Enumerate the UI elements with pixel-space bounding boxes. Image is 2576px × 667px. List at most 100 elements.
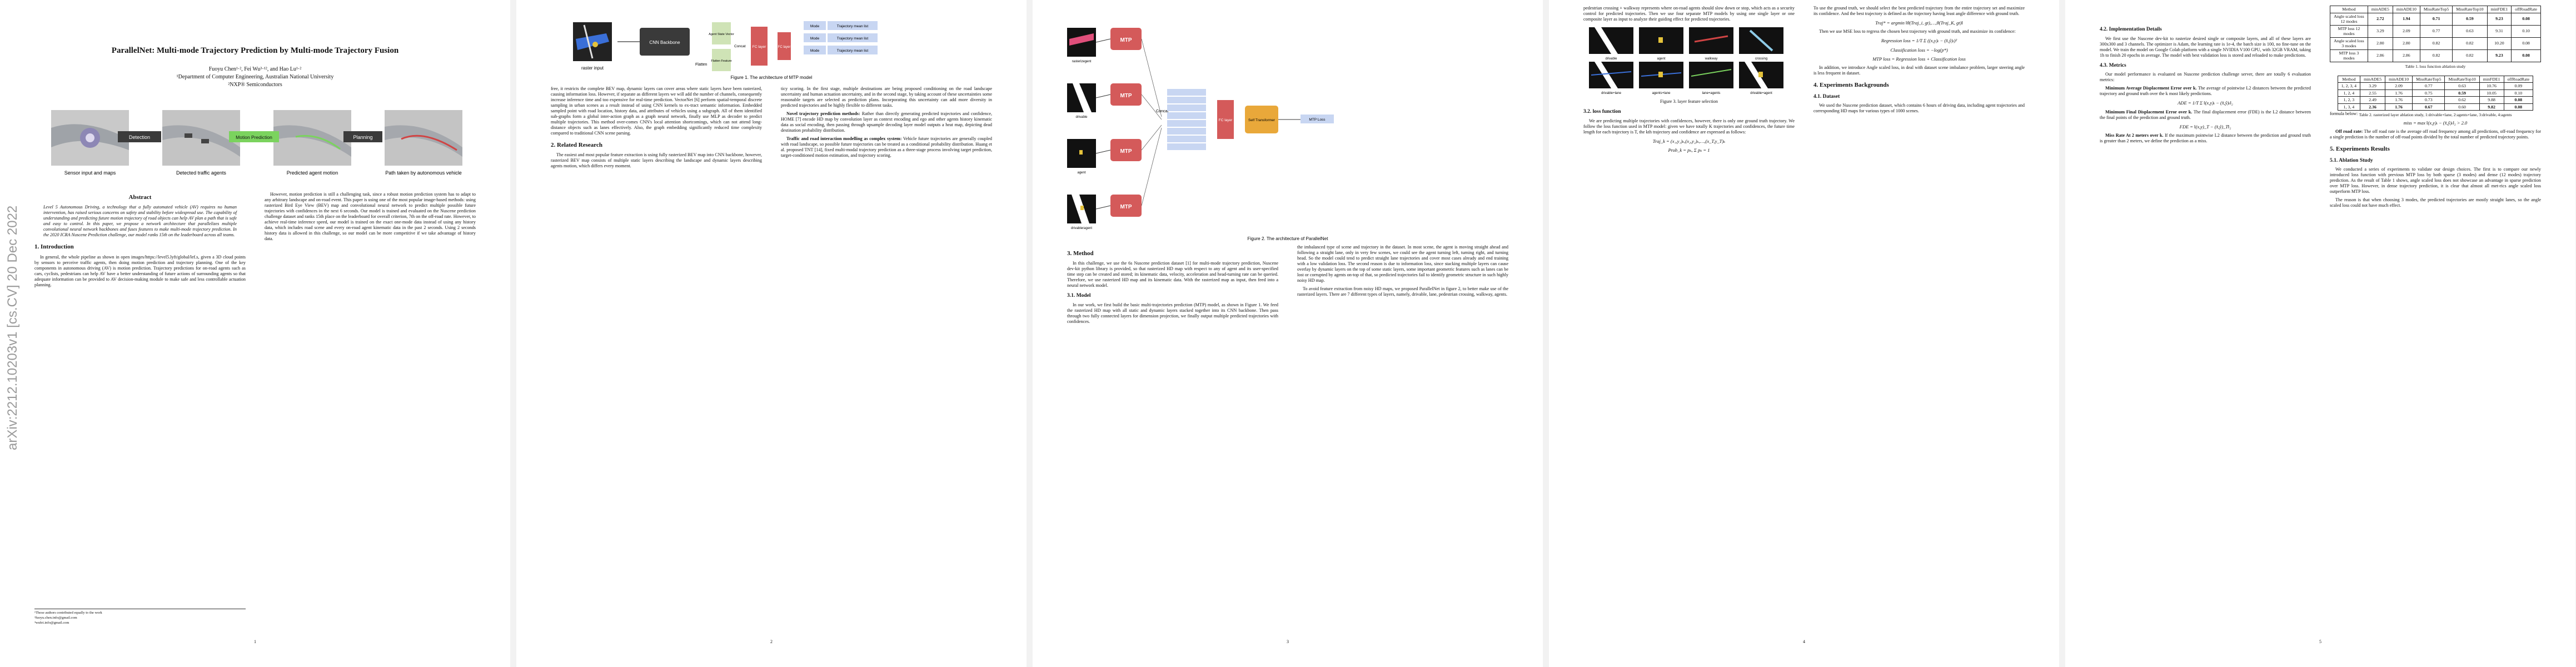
table-cell: 0.67: [2412, 103, 2445, 111]
p4-left-paragraph-2: We are predicting multiple trajectories …: [1583, 118, 1795, 135]
output-mode-2: Mode: [810, 37, 820, 41]
table-cell: 0.59: [2452, 12, 2488, 26]
arxiv-stamp: arXiv:2212.10203v1 [cs.CV] 20 Dec 2022: [5, 205, 20, 451]
t1-header: minADE5: [2367, 6, 2393, 13]
mtp-label-4: MTP: [1120, 204, 1132, 210]
footnote-2: ²fuoyu.chen.info@gmail.com: [34, 615, 77, 620]
table-cell: 0.75: [2412, 89, 2445, 97]
p5-right-paragraph-3: The reason is that when choosing 3 modes…: [2330, 197, 2541, 208]
p2-right-paragraph-2: Rather than directly generating predicte…: [781, 111, 993, 133]
fc-label-p3: FC layer: [1219, 118, 1233, 122]
motion-tag-bg: [229, 131, 279, 142]
p5-right-paragraph-2: We conducted a series of experiments to …: [2330, 167, 2541, 195]
cnn-backbone-label: CNN Backbone: [649, 40, 680, 45]
footnotes: ¹Those authors contributed equally to th…: [34, 609, 246, 626]
figure-pipeline: Detection Motion Prediction Planning Sen…: [34, 94, 476, 183]
table-cell: MTP loss 3 modes: [2330, 49, 2368, 62]
p5-right-column: formula below: miss = max ‖(x,y)ₜ − (x̂,…: [2330, 111, 2541, 211]
footnote-3: ³wufei.info@gmail.com: [34, 620, 69, 625]
table-cell: 0.08: [2511, 37, 2541, 50]
table-cell: MTP loss 12 modes: [2330, 24, 2368, 38]
pipeline-diagram: Detection Motion Prediction Planning Sen…: [51, 110, 462, 176]
table-cell: 2.80: [2392, 37, 2420, 50]
fc-block-2: [778, 32, 791, 60]
input-label-4: drivableragent: [1071, 227, 1092, 230]
ade-heading: Minimum Average Displacement Error over …: [2105, 86, 2197, 91]
table-cell: 0.63: [2452, 24, 2488, 38]
table-cell: 9.82: [2479, 103, 2504, 111]
intro-paragraph-1: In general, the whole pipeline as shown …: [34, 254, 246, 287]
flatten-feature-block: [712, 49, 731, 71]
flatten-feature-label: Flatten Feature: [711, 59, 731, 63]
fig1-label-1: Sensor input and maps: [64, 170, 116, 176]
t2-header: minADE10: [2385, 75, 2413, 83]
p5-right-paragraph-0: formula below:: [2330, 111, 2358, 116]
table-cell: 2.49: [2360, 96, 2386, 104]
fc-block-1: [751, 27, 768, 66]
t2-header: MissRateTop10: [2444, 75, 2480, 83]
table-row: 1, 2, 3 2.49 1.76 0.73 0.62 9.88 0.08: [2337, 96, 2534, 104]
fig1-label-4: Path taken by autonomous vehicle: [385, 170, 462, 176]
miss-rate-heading: Miss Rate At 2 meters over k.: [2105, 132, 2164, 138]
t2-header: minADE5: [2360, 75, 2386, 83]
table-row: 1, 2, 4 2.55 1.76 0.75 0.59 10.05 0.10: [2337, 89, 2534, 97]
author-names: Fuoyu Chen¹·², Fei Wu³·¹², and Hao Lu¹·²: [208, 66, 302, 72]
p5-left-paragraph-4: The final displacement error (FDE) is th…: [2100, 109, 2311, 120]
abstract-heading: Abstract: [128, 194, 152, 201]
affiliation-2: ²NXP® Semiconductors: [228, 82, 282, 88]
table-cell: 0.08: [2503, 96, 2534, 104]
tables-area: Method minADE5 minADE10 MissRateTop5 Mis…: [2330, 6, 2541, 124]
equation-fde: FDE = ‖(x,y)_T − (x̂,ŷ)_T‖₂: [2179, 123, 2231, 130]
cnn-backbone-block: [640, 28, 690, 56]
detection-tag: Detection: [129, 135, 150, 140]
fig-mtp-caption: Figure 1. The architecture of MTP model: [731, 75, 813, 80]
mtp-label-1: MTP: [1120, 37, 1132, 43]
table-cell: 0.63: [2444, 82, 2480, 90]
pipeline-image-4: [385, 110, 462, 166]
t2-header: offRoadRate: [2503, 75, 2534, 83]
table-cell: 2.72: [2367, 12, 2393, 26]
t1-header: minADE10: [2392, 6, 2420, 13]
agent-state-label: Agent State Vector: [709, 33, 734, 36]
layer-label-3: walkway: [1705, 57, 1718, 61]
novel-methods-heading: Novel trajectory prediction methods:: [786, 111, 860, 116]
p4-right-paragraph-3: In addition, we introduce Angle scaled l…: [1813, 65, 2025, 76]
feature-stack: [1167, 89, 1206, 150]
p4-right-paragraph-4: We used the Nuscene prediction dataset, …: [1813, 103, 2025, 114]
table-cell: 0.10: [2503, 89, 2534, 97]
table-cell: 0.10: [2511, 24, 2541, 38]
mtp-block-3: MTP: [1110, 139, 1142, 161]
t2-header: minFDE1: [2479, 75, 2504, 83]
planning-tag: Planning: [353, 135, 372, 140]
output-traj-2: Trajectory mean list: [837, 37, 869, 41]
equation-miss: miss = max ‖(x,y)ₜ − (x̂,ŷ)ₜ‖₂ > 2.0: [2403, 120, 2468, 126]
p1-right-column: However, motion prediction is still a ch…: [265, 192, 476, 245]
p3-right-paragraph-1: the imbalanced type of scene and traject…: [1297, 245, 1508, 283]
table-cell: 0.82: [2452, 49, 2488, 62]
pipeline-image-3: [273, 110, 351, 166]
table-cell: 0.08: [2511, 49, 2541, 62]
layer-selection-figure: drivable agent walkway crossing drivable…: [1589, 27, 1783, 95]
affiliation-1: ¹Department of Computer Engineering, Aus…: [176, 74, 334, 80]
table-cell: 1.94: [2392, 12, 2420, 26]
input-label-3: agent: [1077, 171, 1085, 175]
t2-header: Method: [2337, 75, 2361, 83]
page-number-5: 5: [2319, 639, 2321, 645]
intro-heading: 1. Introduction: [34, 243, 74, 251]
table-cell: 1, 3, 4: [2337, 103, 2361, 111]
p5-left-paragraph-1: We first use the Nuscene dev-kit to rast…: [2100, 36, 2311, 58]
layer-label-8: drivable+agent: [1750, 92, 1772, 95]
input-raster-4: [1067, 195, 1096, 223]
model-heading: 3.1. Model: [1067, 293, 1091, 299]
p4-right-paragraph-2: Then we use MSE loss to regress the chos…: [1819, 29, 2016, 34]
table-row: Angle scaled loss 12 modes 2.72 1.94 0.7…: [2330, 12, 2541, 26]
table-cell: 10.05: [2479, 89, 2504, 97]
fc-label-1: FC layer: [753, 45, 766, 49]
transformer-label: Self Transformer: [1248, 118, 1275, 122]
layer-label-5: drivable+lane: [1601, 92, 1622, 95]
table-cell: 10.20: [2487, 37, 2512, 50]
fig1-label-2: Detected traffic agents: [176, 170, 226, 176]
p4-right-column: To use the ground truth, we should selec…: [1813, 6, 2025, 117]
mtp-loss-label: MTP Loss: [1309, 118, 1326, 122]
traffic-modelling-heading: Traffic and road interaction modelling a…: [786, 136, 902, 141]
